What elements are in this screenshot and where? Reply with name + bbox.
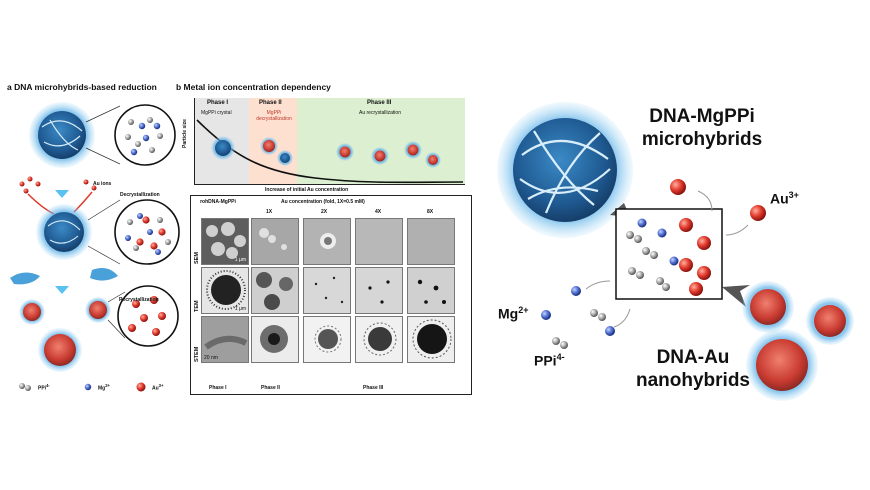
legend-ppi-icon — [19, 383, 31, 391]
tem-cell-3 — [355, 267, 403, 314]
legend-mg-icon — [84, 383, 92, 391]
phase2-name: Phase II — [259, 100, 282, 106]
tem-cell-4 — [407, 267, 455, 314]
panel-a-title: a DNA microhybrids-based reduction — [7, 82, 157, 92]
stem-cell-0: 20 nm — [201, 316, 249, 363]
microhybrid-particle — [29, 102, 95, 168]
scale-bar-stem: 20 nm — [204, 355, 218, 361]
tem-cell-0: 1 μm — [201, 267, 249, 314]
mg-ion-label: Mg2+ — [498, 305, 529, 322]
phase1-name: Phase I — [207, 100, 229, 106]
tem-cell-1 — [251, 267, 299, 314]
au-ion-icon — [750, 205, 766, 221]
row-sem: SEM — [194, 252, 200, 264]
recrystallized-particles — [19, 297, 111, 372]
first-column-header: rohDNA-MgPPi — [200, 199, 236, 205]
phase3-band — [297, 98, 465, 184]
legend-mg-label: Mg2+ — [98, 383, 110, 392]
sem-cell-3 — [355, 218, 403, 265]
size-curve — [196, 119, 464, 184]
au-ion-icon — [670, 179, 686, 195]
nanohybrids-title: DNA-Au nanohybrids — [635, 347, 750, 391]
tem-cell-2 — [303, 267, 351, 314]
row-stem: STEM — [194, 346, 200, 362]
col-2x: 2X — [321, 209, 328, 215]
au-ion-label: Au3+ — [770, 190, 799, 207]
col-8x: 8X — [427, 209, 434, 215]
reaction-box — [615, 208, 723, 300]
ppi-ion-label: PPi4- — [534, 352, 565, 369]
sem-cell-4 — [407, 218, 455, 265]
phase3-name: Phase III — [367, 100, 392, 106]
stem-cell-2 — [303, 316, 351, 363]
x-axis-label: Increase of initial Au concentration — [265, 187, 349, 193]
legend-ppi-label: PPi4- — [38, 383, 50, 392]
decrystallization-label: Decrystallization — [120, 192, 160, 198]
microhybrids-title: DNA-MgPPi microhybrids — [641, 106, 763, 150]
zoom-circle-recrystallization — [117, 285, 179, 347]
decrystallizing-particle — [10, 204, 118, 285]
panel-b-title: b Metal ion concentration dependency — [176, 82, 331, 92]
image-grid: rohDNA-MgPPi Au concentration (fold, 1X=… — [190, 195, 472, 395]
panel-c-diagram — [497, 102, 854, 401]
bottom-phase2: Phase II — [261, 385, 280, 391]
row-tem: TEM — [194, 300, 200, 312]
y-axis-label: Particle size — [182, 119, 188, 148]
col-1x: 1X — [266, 209, 273, 215]
concentration-header: Au concentration (fold, 1X=0.5 mM) — [281, 199, 365, 205]
dna-mgppi-microhybrid — [497, 102, 633, 238]
panel-a-diagram — [10, 102, 180, 392]
bottom-phase3: Phase III — [363, 385, 384, 391]
bottom-phase1: Phase I — [209, 385, 227, 391]
au-ions-label: Au ions — [93, 181, 112, 187]
phase3-desc: Au recrystallization — [359, 110, 401, 116]
phase1-desc: MgPPi crystal — [201, 110, 232, 116]
dna-au-nanohybrids — [742, 281, 854, 401]
phase-plot: Phase I MgPPi crystal Phase II MgPPi dec… — [194, 98, 465, 185]
down-arrow-icon — [55, 282, 69, 294]
legend-au-label: Au3+ — [152, 383, 164, 392]
phase-particles — [211, 136, 441, 168]
sem-cell-2 — [303, 218, 351, 265]
mg-ion-icon — [541, 310, 551, 320]
down-arrow-icon — [55, 186, 69, 198]
col-4x: 4X — [375, 209, 382, 215]
scale-bar-tem: 1 μm — [234, 306, 246, 312]
stem-cell-3 — [355, 316, 403, 363]
phase2-desc: MgPPi decrystallization — [256, 110, 292, 122]
stem-cell-4 — [407, 316, 455, 363]
stem-cell-1 — [251, 316, 299, 363]
sem-cell-0: 1 μm — [201, 218, 249, 265]
scale-bar-sem: 1 μm — [234, 257, 246, 263]
sem-cell-1 — [251, 218, 299, 265]
legend-au-icon — [136, 382, 146, 392]
recrystallization-label: Recrystallization — [119, 297, 159, 303]
